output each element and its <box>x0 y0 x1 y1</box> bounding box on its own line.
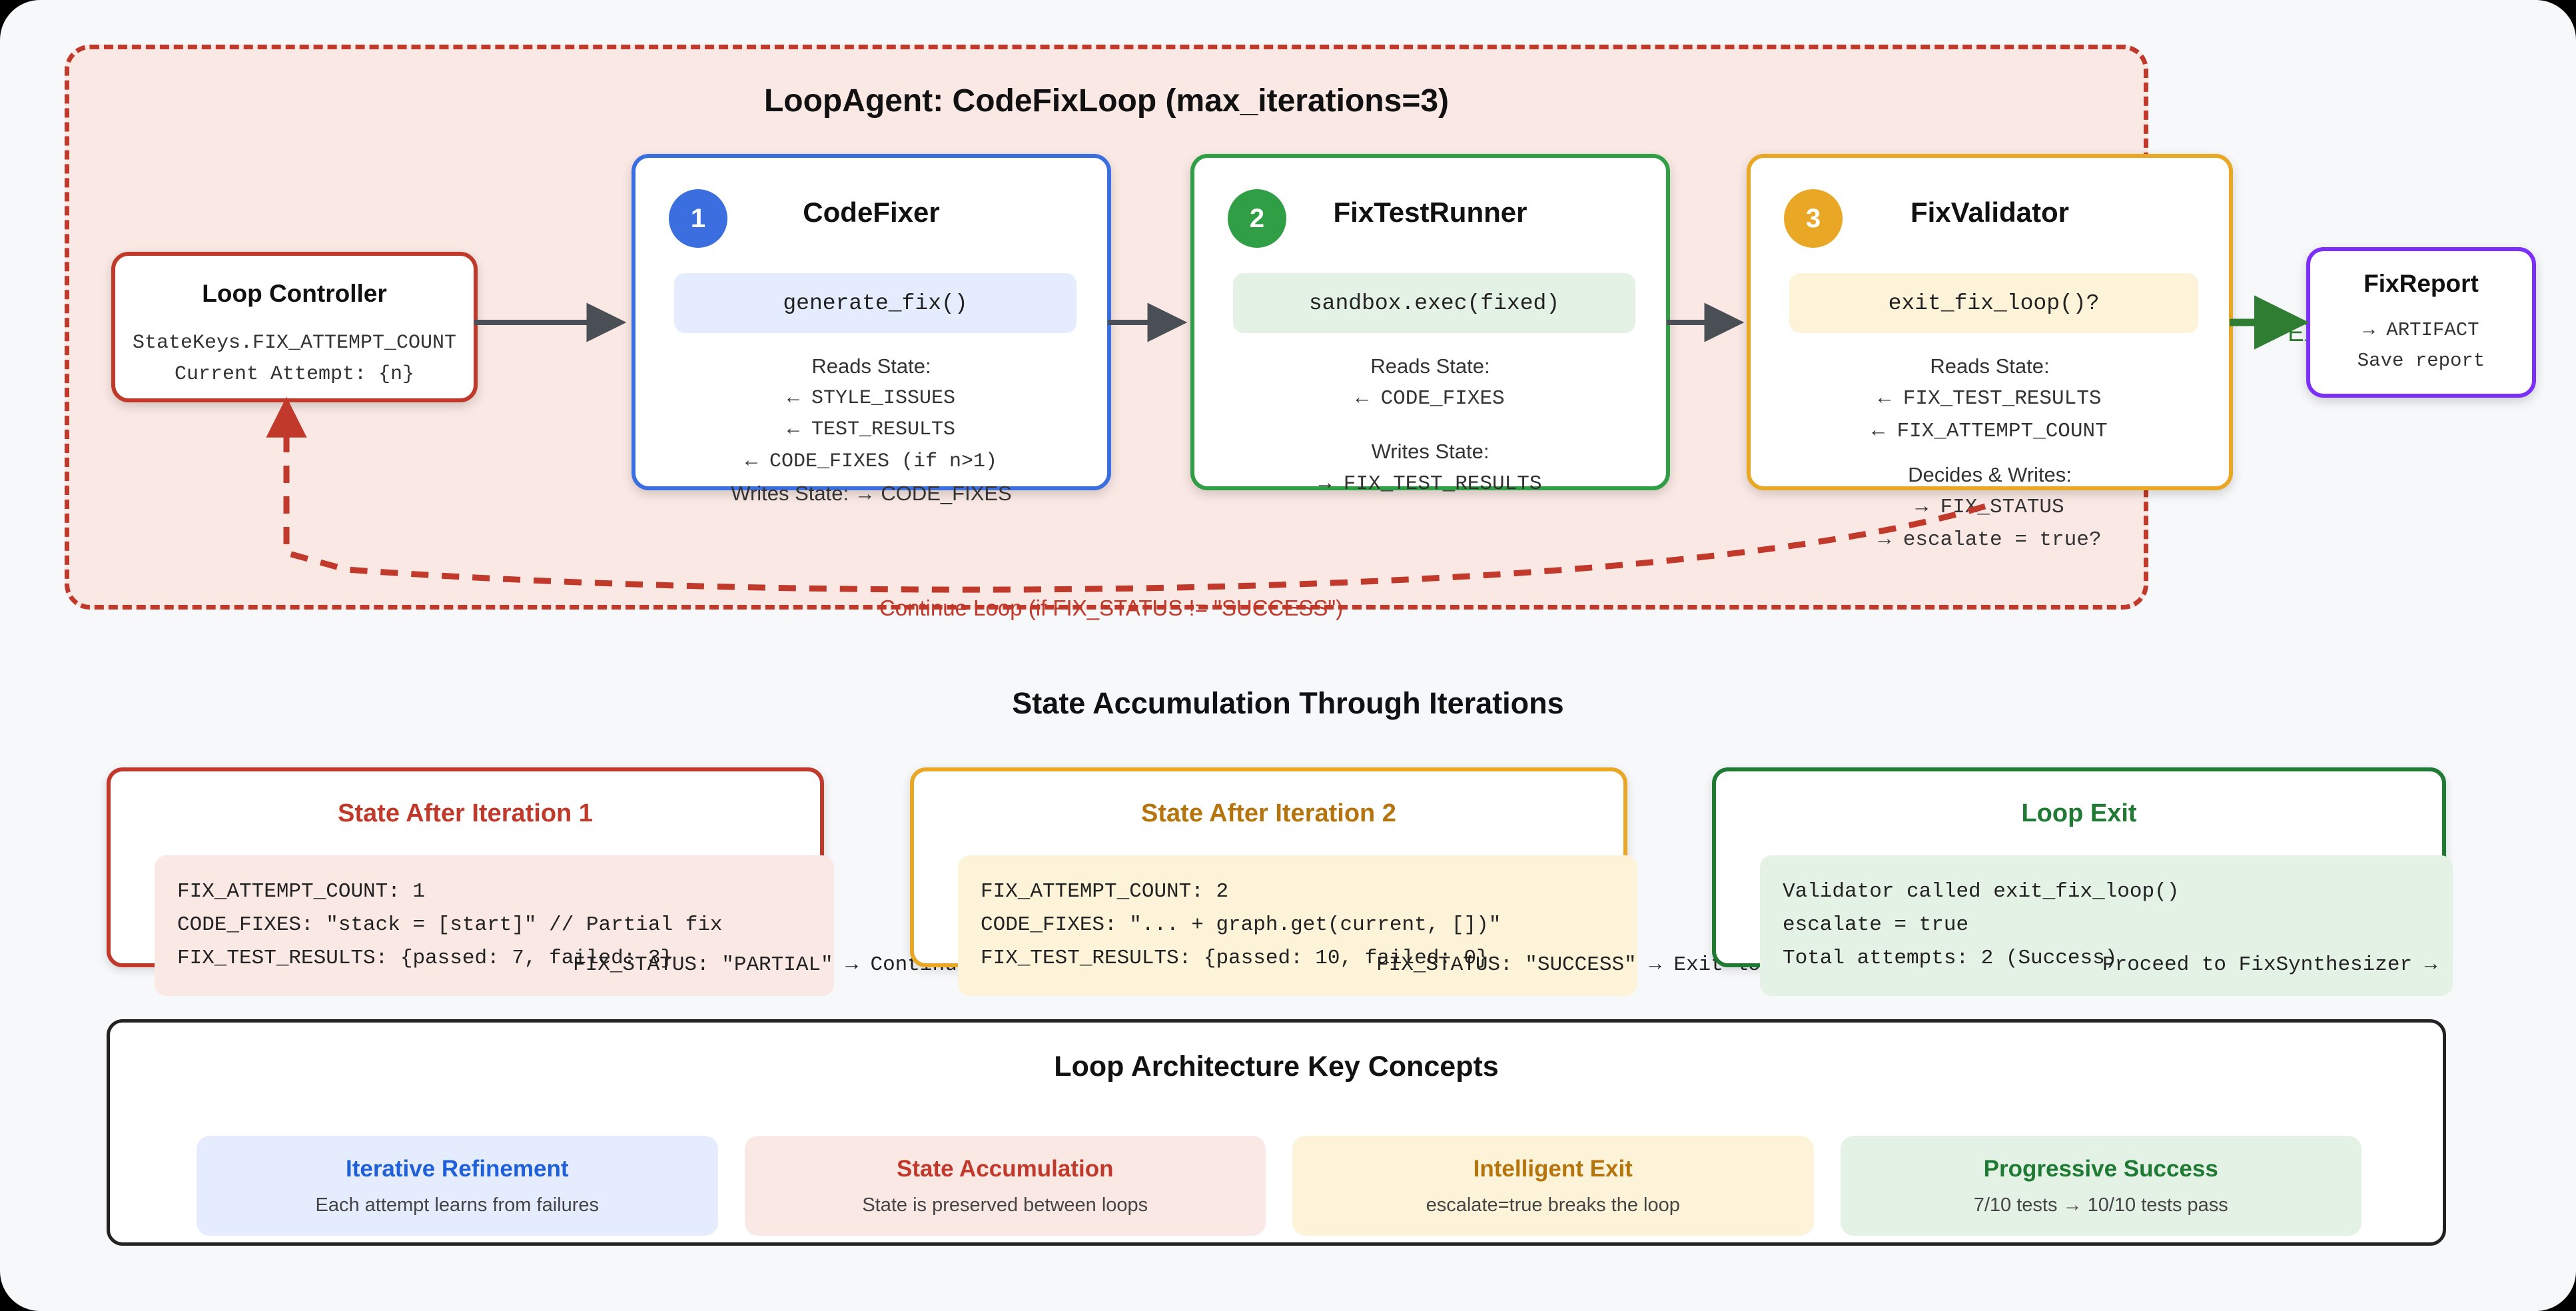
step-badge-1: 1 <box>669 189 727 248</box>
loop-controller-title: Loop Controller <box>202 280 387 307</box>
state-card-footer: Proceed to FixSynthesizer → <box>2102 953 2437 977</box>
node-fixvalidator-title: FixValidator <box>1910 197 2070 228</box>
node-codefixer-state-lines: Reads State: ← STYLE_ISSUES ← TEST_RESUL… <box>731 354 1012 506</box>
node-codefixer-title: CodeFixer <box>803 197 940 228</box>
continue-loop-label: Continue Loop (if FIX_STATUS != "SUCCESS… <box>879 596 1344 620</box>
node-fixvalidator-escalate-line: → escalate = true? <box>1878 528 2102 552</box>
node-codefixer-call: generate_fix() <box>674 273 1076 333</box>
step-badge-2: 2 <box>1228 189 1286 248</box>
node-fixtestrunner-state-lines: Reads State: ← CODE_FIXES Writes State: … <box>1318 354 1542 496</box>
state-card-title: State After Iteration 2 <box>1141 799 1396 827</box>
state-card-loop-exit[interactable]: Loop Exit Validator called exit_fix_loop… <box>1712 767 2453 996</box>
node-fixtestrunner[interactable]: 2 FixTestRunner sandbox.exec(fixed) Read… <box>1190 154 1670 496</box>
step-badge-3: 3 <box>1784 189 1843 248</box>
node-fixreport-title: FixReport <box>2363 270 2479 297</box>
state-card-title: State After Iteration 1 <box>338 799 593 827</box>
loop-controller-lines: StateKeys.FIX_ATTEMPT_COUNT Current Atte… <box>132 332 457 386</box>
loop-agent-container: LoopAgent: CodeFixLoop (max_iterations=3… <box>65 45 2342 620</box>
state-card-iteration-2[interactable]: State After Iteration 2 FIX_ATTEMPT_COUN… <box>910 767 1785 996</box>
concept-tile-intelligent-exit[interactable]: Intelligent Exit escalate=true breaks th… <box>1292 1136 1814 1236</box>
node-fixvalidator-state-lines: Reads State: ← FIX_TEST_RESULTS ← FIX_AT… <box>1751 350 2229 557</box>
state-card-title: Loop Exit <box>2021 799 2137 827</box>
node-fixreport[interactable]: FixReport → ARTIFACT Save report <box>2306 247 2536 398</box>
state-section-heading: State Accumulation Through Iterations <box>1012 686 1564 720</box>
key-concepts-tiles: Iterative Refinement Each attempt learns… <box>197 1136 2361 1236</box>
loop-controller-node[interactable]: Loop Controller StateKeys.FIX_ATTEMPT_CO… <box>111 252 478 402</box>
key-concepts-panel: Loop Architecture Key Concepts Iterative… <box>107 1019 2446 1246</box>
node-fixreport-lines: → ARTIFACT Save report <box>2357 319 2485 372</box>
node-fixtestrunner-call: sandbox.exec(fixed) <box>1233 273 1635 333</box>
state-card-iteration-1[interactable]: State After Iteration 1 FIX_ATTEMPT_COUN… <box>107 767 1031 996</box>
concept-tile-state-accumulation[interactable]: State Accumulation State is preserved be… <box>744 1136 1266 1236</box>
loop-agent-title: LoopAgent: CodeFixLoop (max_iterations=3… <box>763 83 1450 119</box>
node-fixvalidator[interactable]: 3 FixValidator exit_fix_loop()? Reads St… <box>1747 154 2233 552</box>
node-codefixer[interactable]: 1 CodeFixer generate_fix() Reads State: … <box>632 154 1111 505</box>
key-concepts-title: Loop Architecture Key Concepts <box>1054 1051 1499 1083</box>
concept-tile-iterative-refinement[interactable]: Iterative Refinement Each attempt learns… <box>197 1136 718 1236</box>
node-fixvalidator-call: exit_fix_loop()? <box>1789 273 2198 333</box>
state-card-code: FIX_ATTEMPT_COUNT: 1 CODE_FIXES: "stack … <box>155 855 834 996</box>
state-card-code: Validator called exit_fix_loop() escalat… <box>1760 855 2453 996</box>
state-card-code: FIX_ATTEMPT_COUNT: 2 CODE_FIXES: "... + … <box>958 855 1637 996</box>
node-fixtestrunner-title: FixTestRunner <box>1333 197 1527 228</box>
concept-tile-progressive-success[interactable]: Progressive Success 7/10 tests → 10/10 t… <box>1840 1136 2361 1236</box>
